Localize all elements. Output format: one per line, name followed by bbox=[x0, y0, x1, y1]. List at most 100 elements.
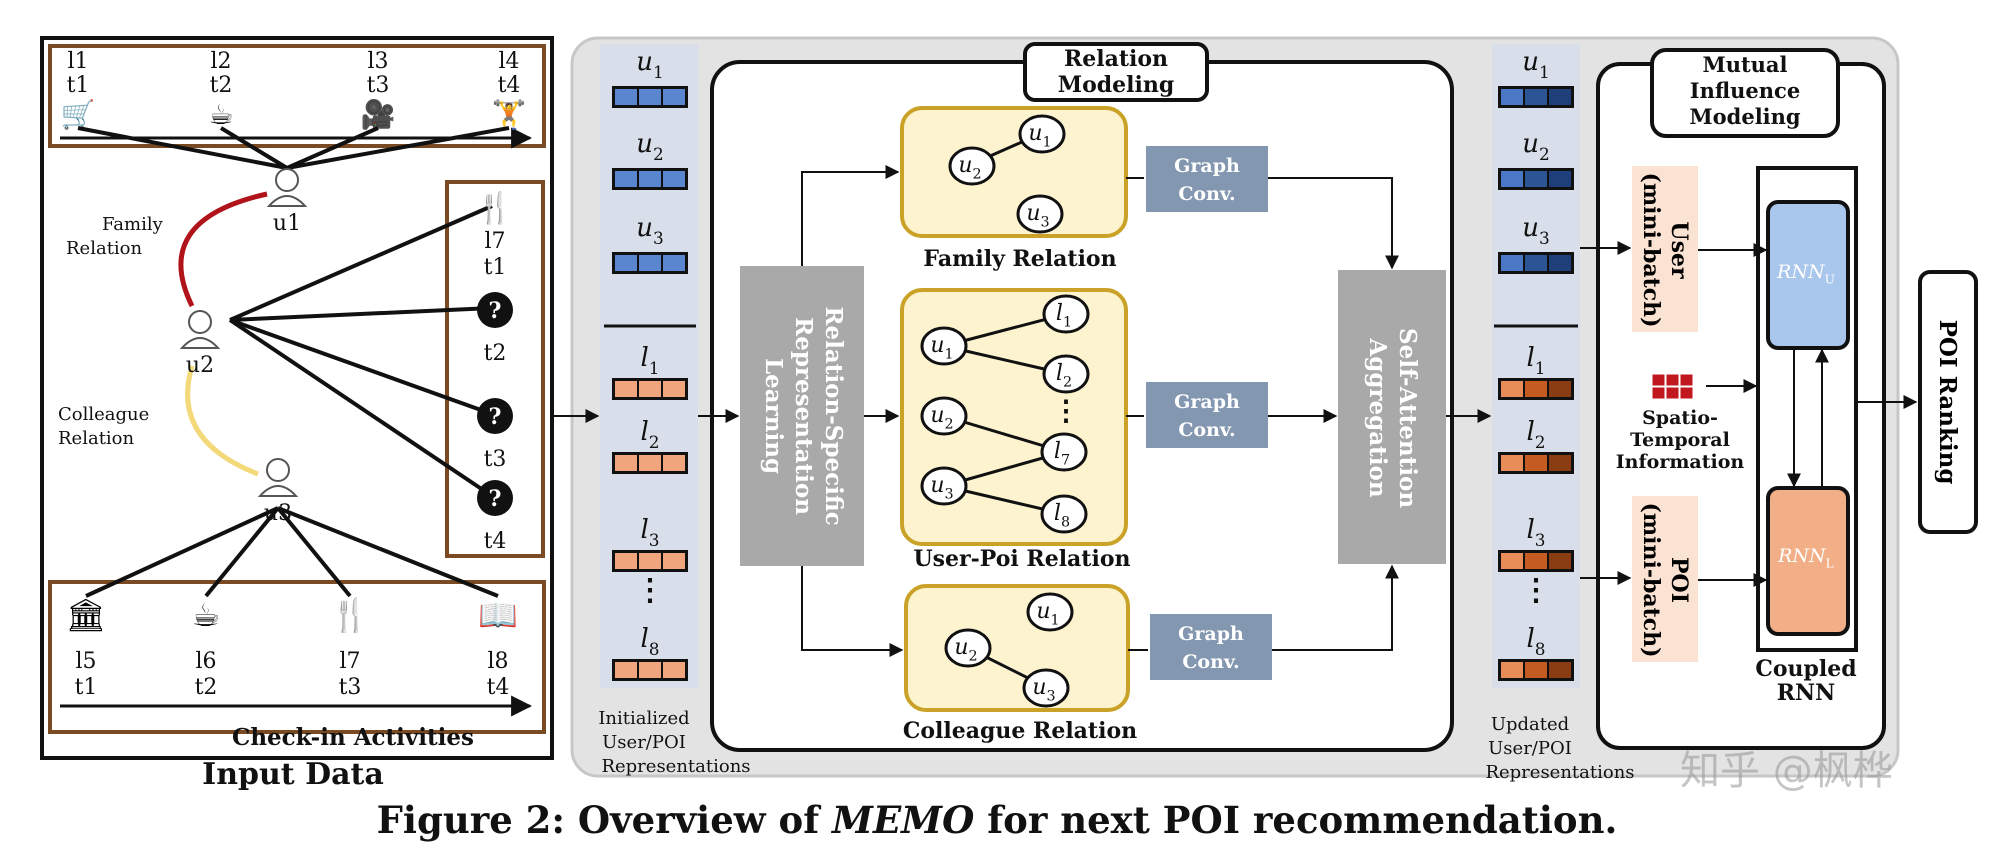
rnn-poi-label-base: RNN bbox=[1777, 545, 1827, 567]
colleague-node: u1 bbox=[1036, 599, 1059, 629]
dumbbell-icon: 🏋 bbox=[492, 98, 527, 131]
avatar-head bbox=[275, 168, 299, 192]
updated-user-label: u2 bbox=[1522, 129, 1550, 164]
initial-poi-label-sub: 2 bbox=[649, 432, 660, 452]
initial-poi-label-sub: 1 bbox=[649, 358, 660, 378]
grid-cell bbox=[1651, 386, 1666, 400]
updated-poi-label-sub: 1 bbox=[1535, 358, 1546, 378]
user-poi-user-node: u3 bbox=[930, 473, 953, 503]
mutual-influence-title-box bbox=[1650, 48, 1840, 138]
graph-conv-label: Graph bbox=[1174, 155, 1240, 177]
poi-batch-block bbox=[1632, 496, 1698, 662]
user-poi-ellipsis: ⋮ bbox=[1052, 394, 1080, 427]
user-poi-relation-title: User-Poi Relation bbox=[913, 546, 1130, 572]
embedding-cell bbox=[615, 255, 637, 271]
user-poi-poi-node-base: l bbox=[1054, 501, 1061, 526]
user-poi-poi-node-circle bbox=[1040, 494, 1088, 534]
embedding-cell bbox=[1549, 455, 1571, 471]
user-poi-user-node-base: u bbox=[930, 403, 944, 428]
updated-user-label-base: u bbox=[1522, 47, 1539, 77]
initial-user-label: u3 bbox=[636, 213, 664, 248]
museum-icon: 🏛 bbox=[66, 596, 107, 634]
user-poi-poi-node-base: l bbox=[1054, 439, 1061, 464]
candidate-time-label: t1 bbox=[484, 255, 507, 280]
spatio-temporal-label: Information bbox=[1616, 451, 1745, 473]
graph-conv-label: Conv. bbox=[1182, 651, 1239, 673]
colleague-node: u3 bbox=[1032, 675, 1055, 705]
initial-caption: User/POI bbox=[602, 732, 686, 753]
user-poi-user-node-circle bbox=[920, 396, 968, 436]
grid-cell bbox=[1651, 373, 1666, 387]
embedding-cell bbox=[1501, 662, 1523, 678]
avatar-body bbox=[266, 195, 308, 207]
updated-user-label-base: u bbox=[1522, 129, 1539, 159]
embedding-cell bbox=[663, 381, 685, 397]
watermark: 知乎 @枫桦 bbox=[1680, 748, 1893, 794]
checkin-edge bbox=[77, 126, 288, 170]
embedding-cell bbox=[1525, 381, 1547, 397]
colleague-relation-graph bbox=[904, 584, 1130, 712]
spatio-temporal-label: Temporal bbox=[1630, 429, 1730, 451]
poi-time-label: t1 bbox=[75, 675, 98, 700]
embedding-cell bbox=[663, 662, 685, 678]
checkin-edge bbox=[228, 318, 494, 498]
initial-poi-label: l2 bbox=[640, 417, 659, 452]
rnn-user-label-sub: U bbox=[1825, 273, 1835, 287]
initial-poi-embedding bbox=[612, 378, 688, 400]
colleague-relation-title: Colleague Relation bbox=[903, 718, 1137, 744]
checkin-edge bbox=[229, 204, 493, 322]
poi-time-label: t2 bbox=[210, 73, 233, 98]
updated-user-label: u3 bbox=[1522, 213, 1550, 248]
updated-user-embedding bbox=[1498, 86, 1574, 108]
embedding-cell bbox=[1501, 455, 1523, 471]
embedding-cell bbox=[615, 381, 637, 397]
embedding-cell bbox=[1525, 89, 1547, 105]
user-batch-label: (mini-batch) bbox=[1638, 172, 1664, 327]
poi-time-label: t4 bbox=[487, 675, 510, 700]
poi-time-label: t3 bbox=[339, 675, 362, 700]
colleague-node-base: u bbox=[954, 635, 968, 660]
memo-overview-diagram: l1t1🛒l2t2☕l3t3🎥l4t4🏋🏛l5t1☕l6t2🍴l7t3📖l8t4… bbox=[40, 36, 1978, 792]
caption-prefix: Figure 2: Overview of bbox=[376, 798, 832, 842]
updated-poi-label-base: l bbox=[1526, 343, 1534, 373]
initial-poi-label-base: l bbox=[640, 343, 648, 373]
family-node-circle bbox=[948, 146, 996, 186]
colleague-conv-to-saa-arrow bbox=[1272, 564, 1399, 651]
embedding-cell bbox=[663, 553, 685, 569]
updated-poi-embedding bbox=[1498, 378, 1574, 400]
checkin-edge bbox=[229, 318, 493, 416]
user-batch-block bbox=[1632, 166, 1698, 332]
poi-time-label: t3 bbox=[367, 73, 390, 98]
question-mark: ? bbox=[489, 298, 502, 324]
coupled-rnn-title: Coupled bbox=[1755, 656, 1856, 682]
embedding-cell bbox=[639, 89, 661, 105]
mutual-influence-title: Modeling bbox=[1689, 104, 1801, 129]
colleague-relation-label: Colleague bbox=[58, 404, 149, 425]
user-avatar-icon bbox=[266, 168, 308, 207]
caption-model-name: MEMO bbox=[832, 798, 975, 842]
family-node-base: u bbox=[958, 153, 972, 178]
family-node-circle bbox=[1016, 194, 1064, 234]
initial-poi-label-base: l bbox=[640, 417, 648, 447]
embedding-cell bbox=[1549, 662, 1571, 678]
updated-user-embedding bbox=[1498, 252, 1574, 274]
candidate-time-label: t3 bbox=[484, 447, 507, 472]
family-node: u1 bbox=[1028, 121, 1051, 151]
embedding-cell bbox=[639, 553, 661, 569]
updated-caption: User/POI bbox=[1488, 738, 1572, 759]
checkin-edge bbox=[204, 506, 280, 598]
embedding-cell bbox=[639, 662, 661, 678]
movie-camera-icon: 🎥 bbox=[361, 98, 396, 131]
self-attention-aggregation-block bbox=[1338, 270, 1446, 564]
graph-conv-label: Graph bbox=[1174, 391, 1240, 413]
graph-conv-family bbox=[1146, 146, 1268, 212]
poi-location-label: l7 bbox=[339, 649, 360, 674]
rnn-poi-label: RNNL bbox=[1777, 545, 1834, 571]
avatar-body bbox=[179, 337, 221, 349]
graph-conv-label: Graph bbox=[1178, 623, 1244, 645]
relation-specific-learning-block bbox=[740, 266, 864, 566]
updated-embedding-panel bbox=[1492, 44, 1580, 688]
user-poi-poi-node-sub: 7 bbox=[1061, 453, 1070, 469]
initial-user-label: u1 bbox=[636, 47, 664, 82]
updated-poi-label-base: l bbox=[1526, 515, 1534, 545]
